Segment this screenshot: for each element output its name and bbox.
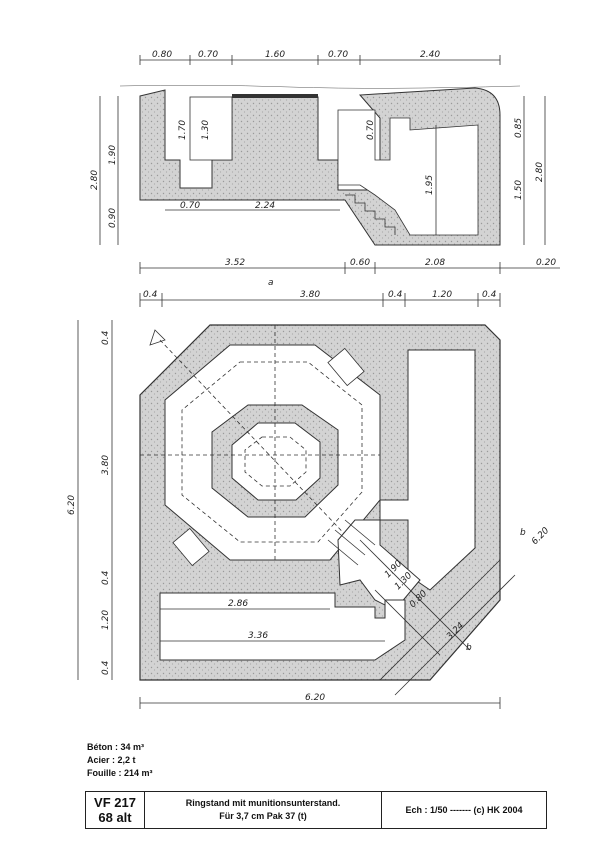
section-right-dim: 0.85 bbox=[514, 118, 524, 138]
plan-overall-bottom: 6.20 bbox=[305, 693, 325, 703]
title-block-desc-line1: Ringstand mit munitionsunterstand. bbox=[185, 798, 341, 808]
section-marker-b-top: b bbox=[520, 528, 526, 538]
plan-top-dim: 1.20 bbox=[432, 290, 452, 300]
plan-bottom-room bbox=[159, 592, 406, 661]
title-block-id-line2: 68 alt bbox=[98, 810, 132, 825]
title-block-id-line1: VF 217 bbox=[94, 795, 136, 810]
plan-overall-left: 6.20 bbox=[67, 495, 77, 515]
plan-ammo-room bbox=[379, 349, 476, 591]
section-bottom-dim: 3.52 bbox=[225, 258, 245, 268]
section-inner-dim: 0.70 bbox=[366, 120, 376, 140]
section-left-dim: 2.80 bbox=[90, 170, 100, 190]
title-block-description: Ringstand mit munitionsunterstand. Für 3… bbox=[145, 792, 382, 828]
plan-ring-inner bbox=[231, 422, 321, 501]
section-top-dim: 0.70 bbox=[328, 50, 348, 60]
section-marker-a: a bbox=[268, 278, 274, 288]
material-acier: Acier : 2,2 t bbox=[87, 755, 136, 765]
section-bottom-dim: 2.08 bbox=[425, 258, 445, 268]
plan-overall-right: 6.20 bbox=[530, 526, 551, 547]
section-right-dim: 1.50 bbox=[514, 180, 524, 200]
section-stairs bbox=[345, 194, 396, 235]
material-beton: Béton : 34 m³ bbox=[87, 742, 145, 752]
section-inner-dim: 1.70 bbox=[178, 120, 188, 140]
section-top-dim: 0.80 bbox=[152, 50, 172, 60]
section-left-dim: 0.90 bbox=[108, 208, 118, 228]
section-top-dim: 1.60 bbox=[265, 50, 285, 60]
section-cavity-right bbox=[337, 109, 479, 236]
plan-view: 0.4 3.80 0.4 1.20 0.4 0.4 3.80 0.4 1.20 … bbox=[67, 278, 551, 709]
materials-list: Béton : 34 m³ Acier : 2,2 t Fouille : 21… bbox=[87, 741, 153, 780]
material-fouille: Fouille : 214 m³ bbox=[87, 768, 153, 778]
section-cavity-left bbox=[189, 96, 233, 161]
section-inner-dim: 0.70 bbox=[180, 201, 200, 211]
section-top-ticks bbox=[139, 55, 501, 65]
plan-corridor bbox=[337, 519, 421, 611]
section-inner-dim: 1.30 bbox=[201, 120, 211, 140]
section-inner-dim: 1.95 bbox=[425, 175, 435, 195]
section-left-dim: 1.90 bbox=[108, 145, 118, 165]
title-block-desc-line2: Für 3,7 cm Pak 37 (t) bbox=[219, 811, 307, 821]
plan-inner-dim: 3.36 bbox=[248, 631, 268, 641]
plan-top-dim: 0.4 bbox=[143, 290, 158, 300]
plan-corridor-stairs bbox=[327, 519, 376, 566]
title-block-id: VF 217 68 alt bbox=[86, 792, 145, 828]
section-view: 0.80 0.70 1.60 0.70 2.40 2.80 1.90 0.90 … bbox=[90, 50, 560, 274]
plan-top-dim: 0.4 bbox=[482, 290, 497, 300]
plan-left-dim: 0.4 bbox=[101, 330, 111, 345]
title-block-scale: Ech : 1/50 ------- (c) HK 2004 bbox=[405, 805, 523, 815]
section-top-dim: 0.70 bbox=[198, 50, 218, 60]
ground-line bbox=[119, 84, 521, 89]
plan-left-dim: 0.4 bbox=[101, 660, 111, 675]
plan-inner-dim: 2.86 bbox=[228, 599, 248, 609]
section-right-dim: 2.80 bbox=[535, 162, 545, 182]
plan-ring-dashed bbox=[181, 361, 363, 543]
plan-left-dim: 0.4 bbox=[101, 570, 111, 585]
plan-axis-diag bbox=[159, 339, 356, 546]
section-bottom-dim: 0.60 bbox=[350, 258, 370, 268]
plan-ring-center-dashed bbox=[244, 436, 307, 487]
title-block: VF 217 68 alt Ringstand mit munitionsunt… bbox=[85, 791, 547, 829]
section-top-dim: 2.40 bbox=[420, 50, 440, 60]
plan-top-dim: 0.4 bbox=[388, 290, 403, 300]
section-bottom-dim: 0.20 bbox=[536, 258, 556, 268]
plan-niche bbox=[327, 347, 365, 387]
section-marker-b-bottom: b bbox=[466, 643, 472, 653]
plan-niche bbox=[172, 527, 210, 567]
section-marker-arrow bbox=[149, 329, 166, 346]
plan-top-dim: 3.80 bbox=[300, 290, 320, 300]
plan-left-dim: 3.80 bbox=[101, 455, 111, 475]
section-opening bbox=[232, 94, 318, 98]
section-inner-dim: 2.24 bbox=[255, 201, 275, 211]
plan-left-dim: 1.20 bbox=[101, 610, 111, 630]
